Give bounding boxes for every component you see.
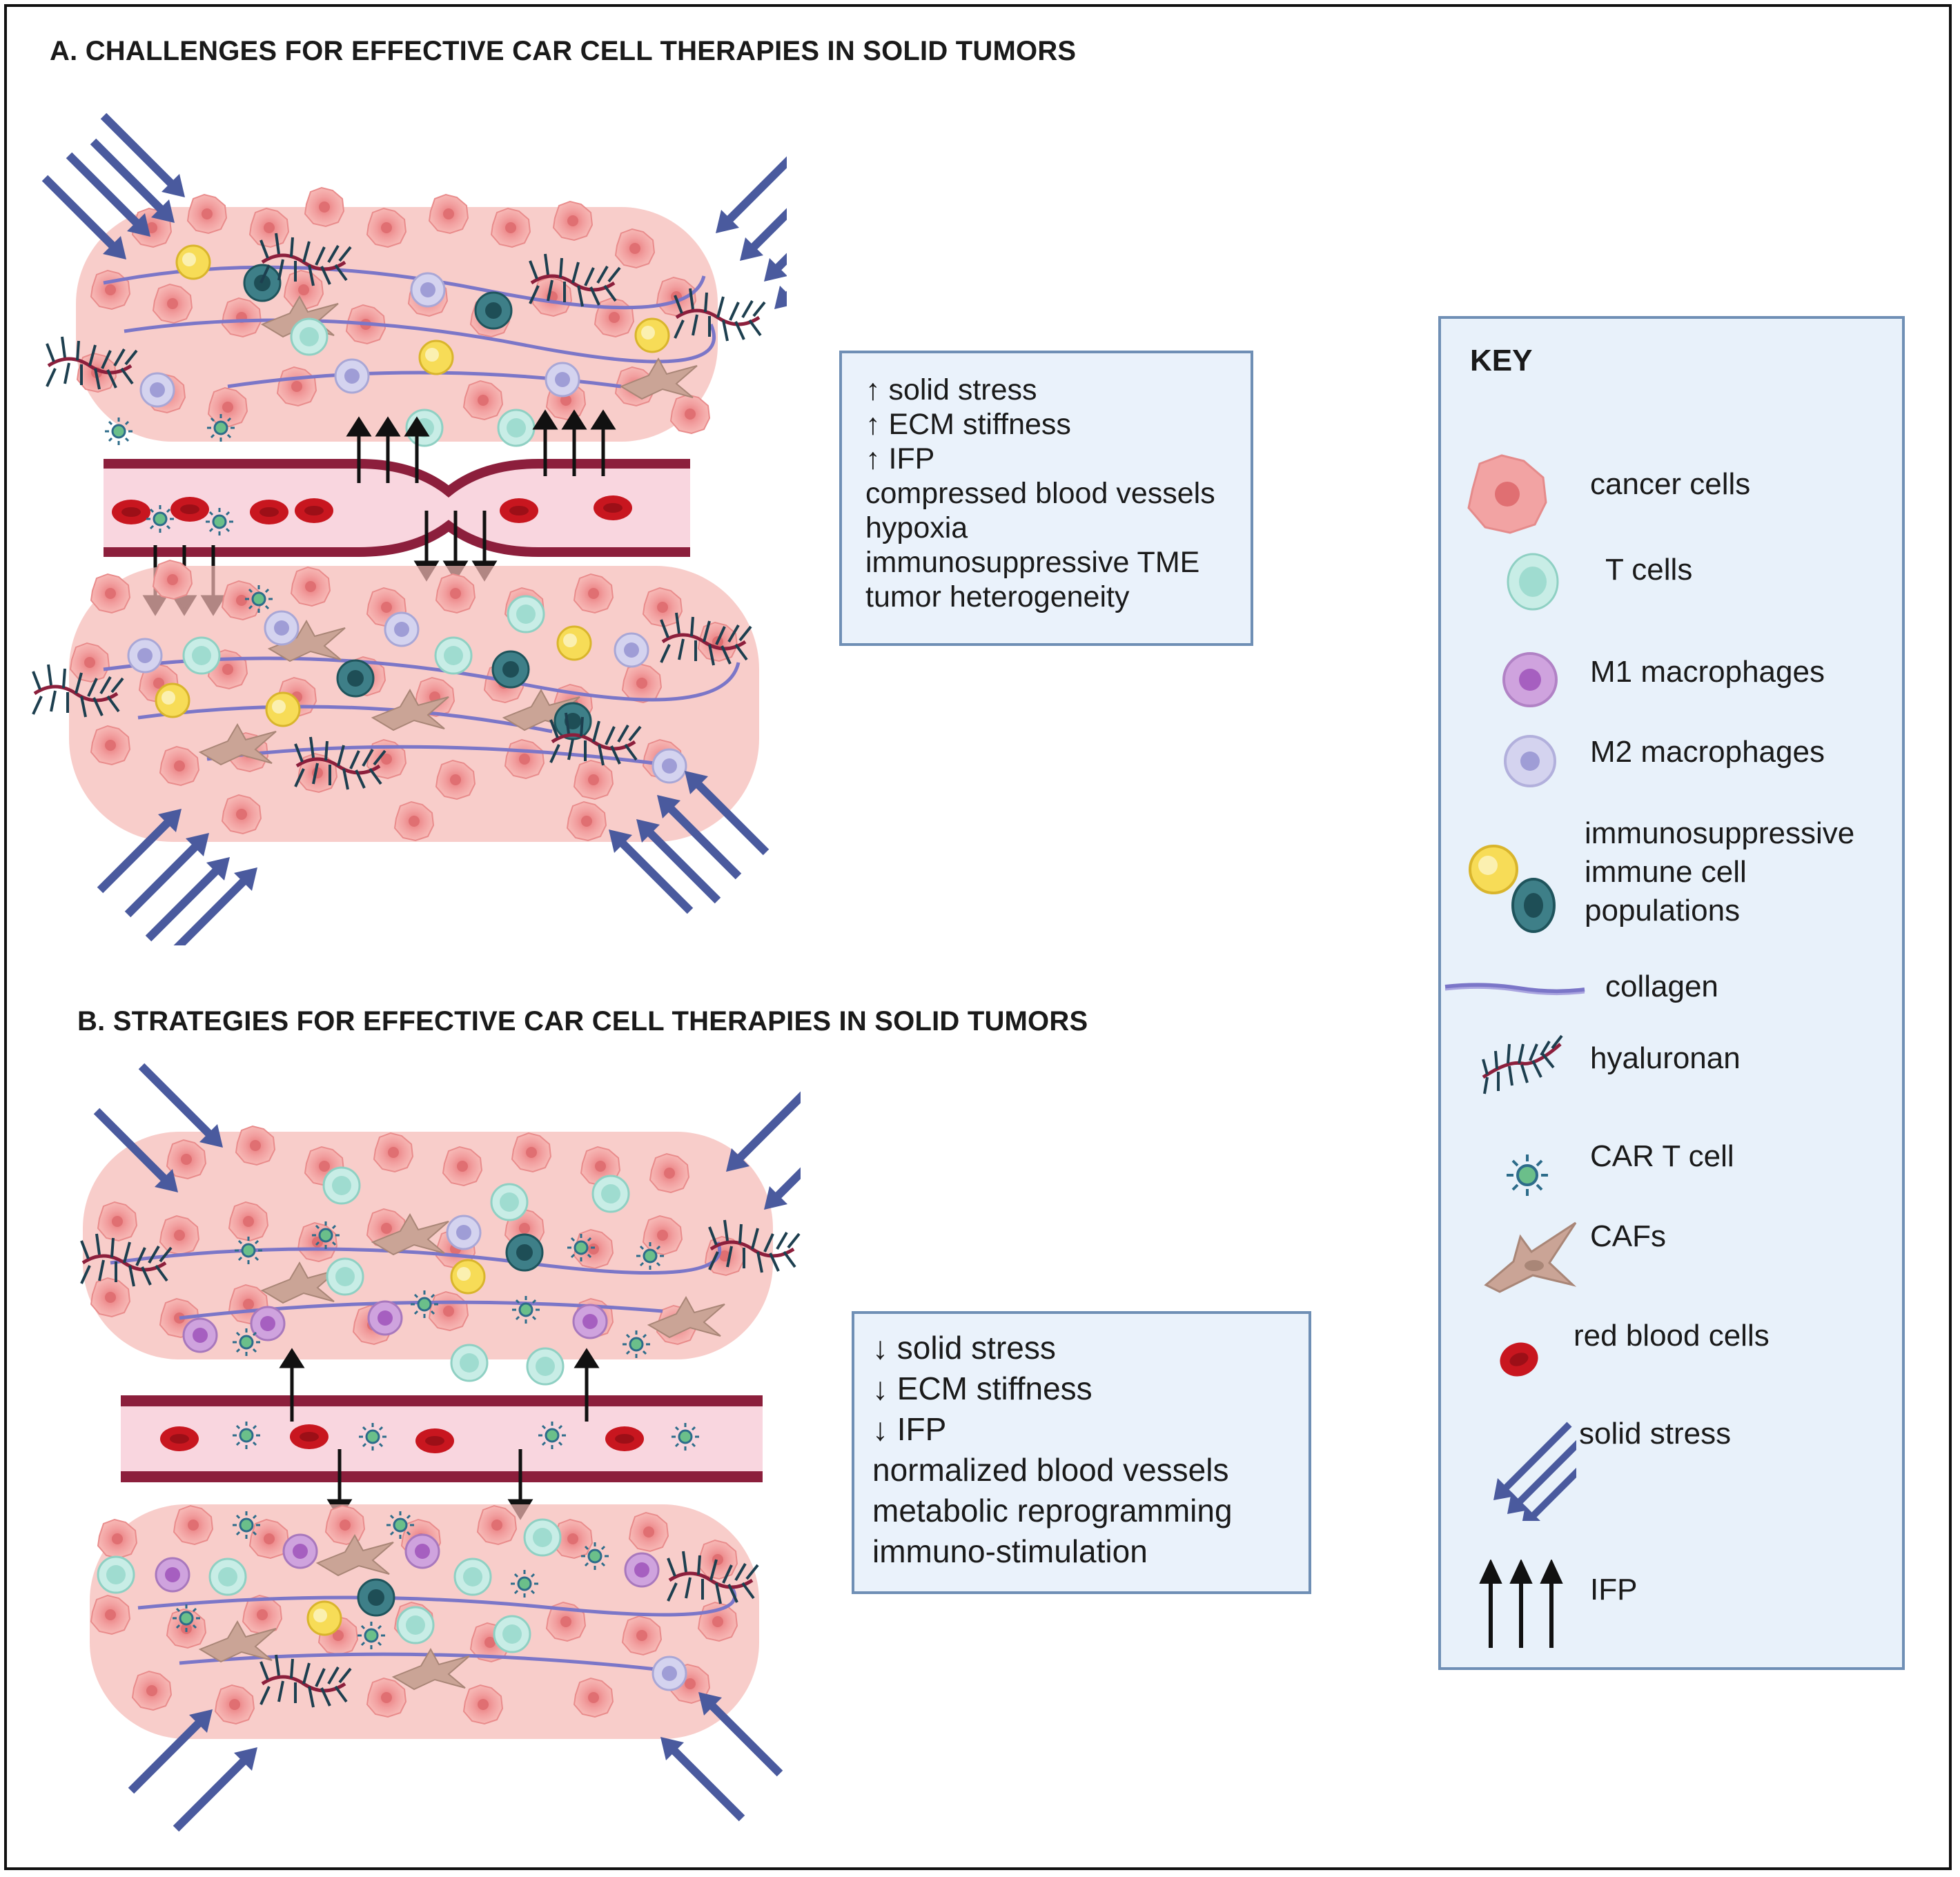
legend-label-collagen: collagen bbox=[1605, 970, 1718, 1003]
hyaluronan-icon bbox=[1482, 1034, 1563, 1094]
legend-key: KEY cancer cells T cells M1 macrophages … bbox=[1438, 316, 1905, 1670]
panel-b-effect: metabolic reprogramming bbox=[872, 1493, 1233, 1529]
legend-label-immuno-3: populations bbox=[1585, 894, 1741, 927]
panel-a-effect: hypoxia bbox=[865, 511, 968, 544]
caf-icon bbox=[1484, 1221, 1577, 1293]
panel-b-effect: immuno-stimulation bbox=[872, 1533, 1148, 1569]
panel-b-effect: ↓ IFP bbox=[872, 1411, 947, 1447]
panel-b-tumor-scene bbox=[0, 0, 801, 1863]
panel-b-upper-tumor bbox=[81, 1126, 799, 1386]
legend-label-ifp: IFP bbox=[1590, 1573, 1638, 1606]
legend-label-tcell: T cells bbox=[1605, 553, 1693, 587]
panel-a-effect: ↑ IFP bbox=[865, 442, 935, 475]
ifp-arrows-icon bbox=[1479, 1560, 1563, 1648]
cancer-cell-icon bbox=[1467, 454, 1547, 534]
legend-label-cafs: CAFs bbox=[1590, 1219, 1666, 1253]
panel-b-effects-box: ↓ solid stress ↓ ECM stiffness ↓ IFP nor… bbox=[852, 1311, 1311, 1594]
m2-macrophage-icon bbox=[1504, 735, 1556, 787]
car-t-cell-icon bbox=[1507, 1154, 1548, 1196]
legend-label-immuno-2: immune cell bbox=[1585, 855, 1747, 889]
panel-a-effect: compressed blood vessels bbox=[865, 477, 1215, 510]
panel-a-tumor-scene bbox=[0, 0, 787, 945]
m1-macrophage-icon bbox=[1502, 652, 1558, 707]
panel-b-effect: normalized blood vessels bbox=[872, 1452, 1229, 1488]
legend-label-m1: M1 macrophages bbox=[1590, 655, 1825, 689]
panel-a-effect: ↑ ECM stiffness bbox=[865, 408, 1071, 441]
panel-a-lower-tumor bbox=[33, 560, 759, 842]
t-cell-icon bbox=[1507, 553, 1559, 611]
immunosuppressive-cells-icon bbox=[1469, 845, 1556, 933]
panel-b-normalized-vessel bbox=[121, 1395, 763, 1482]
panel-b-effect: ↓ ECM stiffness bbox=[872, 1370, 1092, 1406]
panel-a-upper-tumor bbox=[47, 187, 765, 447]
legend-label-hyaluronan: hyaluronan bbox=[1590, 1041, 1741, 1075]
legend-label-solid-stress: solid stress bbox=[1579, 1417, 1732, 1451]
legend-label-m2: M2 macrophages bbox=[1590, 735, 1825, 769]
legend-label-car-t: CAR T cell bbox=[1590, 1139, 1734, 1173]
figure-frame bbox=[4, 4, 1952, 1870]
panel-b-heading: B. STRATEGIES FOR EFFECTIVE CAR CELL THE… bbox=[77, 1006, 1088, 1036]
panel-a-effect: tumor heterogeneity bbox=[865, 580, 1130, 613]
panel-a-compressed-vessel bbox=[104, 459, 690, 557]
panel-b-effect: ↓ solid stress bbox=[872, 1330, 1056, 1366]
solid-stress-icon bbox=[1493, 1422, 1576, 1521]
panel-a-effect: immunosuppressive TME bbox=[865, 546, 1200, 579]
legend-label-cancer: cancer cells bbox=[1590, 467, 1751, 501]
red-blood-cell-icon bbox=[1500, 1342, 1538, 1377]
panel-a-heading: A. CHALLENGES FOR EFFECTIVE CAR CELL THE… bbox=[50, 36, 1077, 66]
panel-a-effects-box: ↑ solid stress ↑ ECM stiffness ↑ IFP com… bbox=[839, 351, 1253, 646]
panel-a-effect: ↑ solid stress bbox=[865, 373, 1037, 406]
legend-label-immuno-1: immunosuppressive bbox=[1585, 816, 1855, 850]
legend-title: KEY bbox=[1470, 344, 1533, 377]
panel-b-lower-tumor bbox=[90, 1504, 759, 1739]
collagen-icon bbox=[1444, 983, 1585, 996]
legend-label-rbc: red blood cells bbox=[1574, 1319, 1770, 1353]
